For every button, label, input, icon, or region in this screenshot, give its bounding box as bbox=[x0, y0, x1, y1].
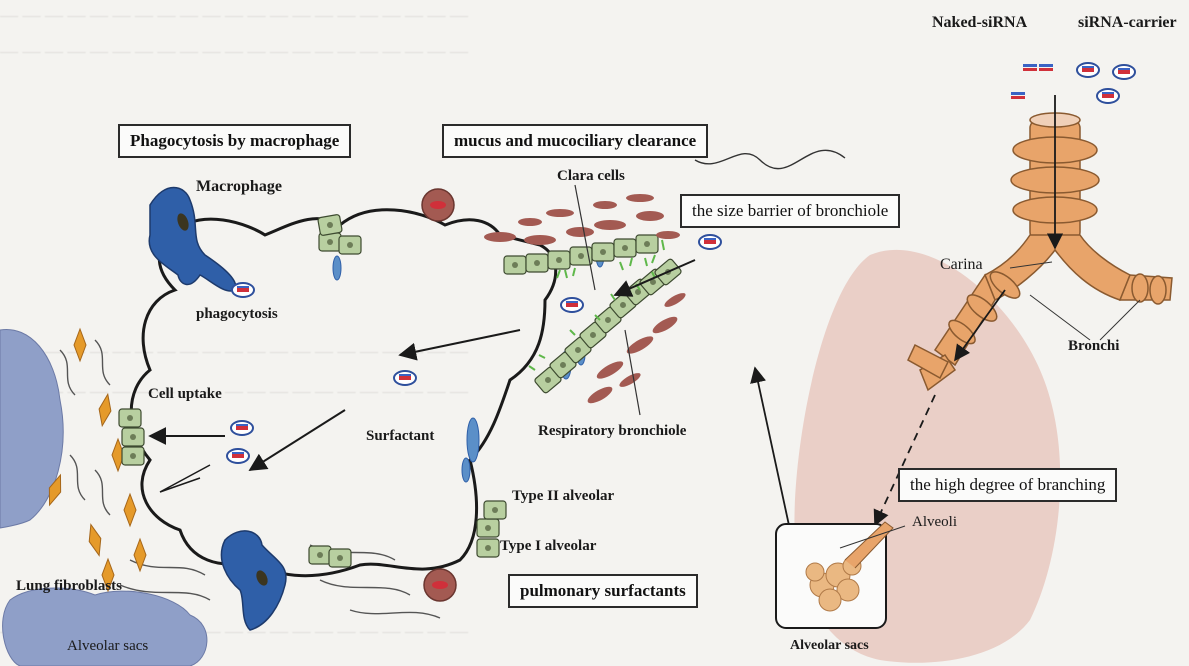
label-alveoli: Alveoli bbox=[912, 514, 957, 531]
bronchi-pointer-left bbox=[1030, 295, 1090, 340]
label-macrophage: Macrophage bbox=[196, 178, 282, 196]
label-surfactant: Surfactant bbox=[366, 428, 434, 445]
label-bronchi: Bronchi bbox=[1068, 338, 1119, 355]
label-clara-cells: Clara cells bbox=[557, 168, 625, 185]
label-carina: Carina bbox=[940, 256, 983, 274]
box-phagocytosis: Phagocytosis by macrophage bbox=[118, 124, 351, 158]
box-size-barrier: the size barrier of bronchiole bbox=[680, 194, 900, 228]
macrophage-bottom bbox=[221, 531, 286, 630]
connector-line bbox=[695, 150, 845, 168]
label-cell-uptake: Cell uptake bbox=[148, 386, 222, 403]
label-alveolar-sacs-left: Alveolar sacs bbox=[67, 638, 148, 655]
trachea bbox=[908, 113, 1172, 390]
label-phagocytosis: phagocytosis bbox=[196, 306, 278, 323]
box-mucus-clearance: mucus and mucociliary clearance bbox=[442, 124, 708, 158]
label-lung-fibroblasts: Lung fibroblasts bbox=[16, 578, 122, 595]
box-branching: the high degree of branching bbox=[898, 468, 1117, 502]
sac-to-bronchiole-arrow bbox=[755, 368, 790, 530]
label-sirna-carrier: siRNA-carrier bbox=[1078, 14, 1177, 32]
label-naked-sirna: Naked-siRNA bbox=[932, 14, 1027, 32]
clara-pointer-line bbox=[575, 185, 595, 290]
box-pulmonary-surfactants: pulmonary surfactants bbox=[508, 574, 698, 608]
label-respiratory-bronchiole: Respiratory bronchiole bbox=[538, 423, 686, 440]
label-alveolar-sacs-right: Alveolar sacs bbox=[790, 638, 869, 654]
bronchi-pointer-right bbox=[1100, 300, 1140, 340]
label-type-ii-alveolar: Type II alveolar bbox=[512, 488, 614, 505]
label-type-i-alveolar: Type I alveolar bbox=[500, 538, 596, 555]
submucosal-cells-middle bbox=[585, 291, 687, 407]
